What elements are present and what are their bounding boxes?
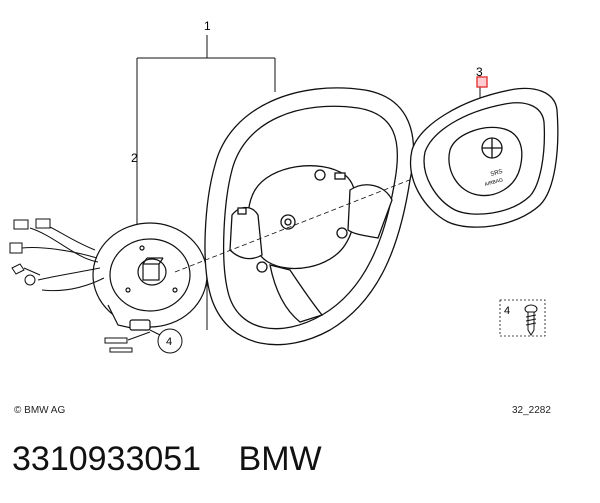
callout-2: 2 bbox=[131, 151, 138, 165]
steering-wheel bbox=[204, 87, 415, 346]
airbag-airbag-label: AIRBAG bbox=[484, 177, 504, 188]
part-caption: 3310933051 BMW bbox=[12, 440, 322, 480]
screw-icon bbox=[524, 304, 538, 336]
brand-name: BMW bbox=[238, 440, 322, 478]
parts-diagram: 1 2 3 4 bbox=[9, 19, 559, 354]
screw-callout-4: 4 bbox=[504, 305, 510, 317]
airbag-module bbox=[410, 87, 559, 228]
drawing-code: 32_2282 bbox=[512, 405, 551, 416]
clock-spring bbox=[92, 222, 208, 331]
callout-1: 1 bbox=[204, 19, 211, 33]
part-number: 3310933051 bbox=[12, 440, 202, 478]
airbag-srs-label: SRS bbox=[490, 169, 503, 178]
wire-harness bbox=[9, 218, 151, 353]
copyright-notice: © BMW AG bbox=[14, 405, 66, 416]
callout-3: 3 bbox=[476, 65, 483, 79]
callout-4-circle: 4 bbox=[149, 328, 183, 354]
callout-4-label: 4 bbox=[166, 336, 172, 348]
screw-detail-box: 4 bbox=[499, 299, 546, 337]
highlight-marker bbox=[476, 76, 488, 88]
axis-line bbox=[174, 169, 436, 273]
